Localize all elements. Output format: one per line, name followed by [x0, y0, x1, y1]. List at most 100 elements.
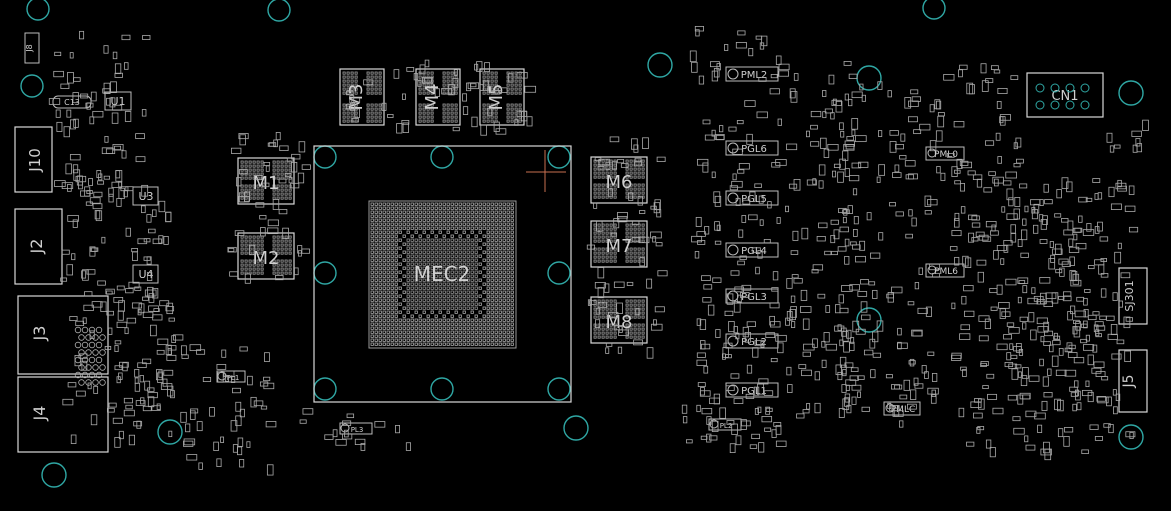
inductor-pgl5[interactable]: PGL5: [725, 190, 779, 206]
passive-component: [1086, 223, 1092, 232]
bga-ball: [430, 254, 434, 258]
bga-ball: [458, 254, 462, 258]
memory-pad: [256, 196, 260, 200]
bga-ball: [390, 322, 394, 326]
bga-ball: [438, 262, 442, 266]
connector-cn1[interactable]: CN1: [1026, 72, 1104, 118]
passive-component: [711, 129, 716, 137]
ic-c13[interactable]: C13: [52, 95, 92, 109]
passive-component: [710, 61, 720, 68]
connector-j5[interactable]: J5: [1118, 349, 1148, 413]
bga-ball: [490, 206, 494, 210]
bga-ball: [386, 222, 390, 226]
connector-j8[interactable]: J8: [24, 32, 40, 64]
connector-j4[interactable]: J4: [17, 376, 109, 453]
connector-j2[interactable]: J2: [14, 208, 63, 285]
passive-component: [876, 320, 884, 332]
inductor-pml2[interactable]: PML2: [725, 66, 779, 82]
passive-component: [719, 125, 724, 133]
memory-pad: [641, 239, 645, 243]
passive-component: [775, 55, 782, 65]
bga-ball: [438, 306, 442, 310]
inductor-pml0[interactable]: PML0: [925, 146, 965, 161]
bga-ball: [414, 330, 418, 334]
bga-ball: [438, 230, 442, 234]
memory-pad: [260, 239, 264, 243]
memory-pad: [633, 175, 637, 179]
passive-component: [707, 304, 715, 316]
bga-ball: [418, 222, 422, 226]
passive-component: [917, 307, 928, 314]
passive-component: [918, 267, 923, 275]
bga-ball: [498, 326, 502, 330]
inductor-pgl2[interactable]: PGL2: [725, 333, 779, 349]
passive-component: [701, 408, 713, 415]
memory-pad: [426, 87, 430, 91]
bga-ball: [422, 254, 426, 258]
connector-j10[interactable]: J10: [14, 126, 53, 193]
ic-u4[interactable]: U4: [132, 264, 159, 284]
memory-pad: [506, 111, 510, 115]
passive-component: [904, 160, 916, 167]
passive-component: [216, 458, 222, 468]
bga-ball: [394, 270, 398, 274]
passive-component: [860, 301, 868, 313]
gpu-package[interactable]: MEC2: [313, 145, 572, 403]
passive-component: [1043, 441, 1050, 454]
memory-pad: [366, 75, 370, 79]
passive-component: [1113, 406, 1118, 415]
passive-component: [147, 286, 154, 298]
memory-pad: [601, 255, 605, 259]
inductor-pl3[interactable]: PL3: [339, 422, 373, 435]
memory-pad: [446, 103, 450, 107]
bga-ball: [398, 254, 402, 258]
memory-pad: [601, 299, 605, 303]
memory-chip-m6[interactable]: M6: [590, 156, 648, 204]
bga-ball: [510, 326, 514, 330]
memory-pad: [641, 327, 645, 331]
bga-ball: [406, 202, 410, 206]
passive-component: [595, 307, 600, 315]
memory-pad: [374, 111, 378, 115]
connector-pin: [95, 326, 103, 334]
memory-pad: [450, 75, 454, 79]
bga-ball: [410, 274, 414, 278]
passive-component: [737, 169, 745, 174]
passive-component: [878, 232, 884, 241]
bga-ball: [386, 206, 390, 210]
passive-component: [877, 81, 883, 90]
inductor-pgl3[interactable]: PGL3: [725, 288, 779, 304]
memory-chip-m3[interactable]: M3: [339, 68, 385, 126]
memory-pad: [641, 159, 645, 163]
memory-chip-m4[interactable]: M4: [415, 68, 461, 126]
passive-component: [929, 263, 940, 271]
bga-ball: [510, 294, 514, 298]
memory-pad: [272, 239, 276, 243]
inductor-pgl1[interactable]: PGL1: [725, 382, 779, 398]
passive-component: [301, 164, 311, 170]
passive-component: [967, 170, 976, 176]
inductor-pml6[interactable]: PML6: [925, 263, 965, 278]
bga-ball: [398, 214, 402, 218]
connector-sj301[interactable]: SJ301: [1118, 267, 1148, 325]
memory-chip-m1[interactable]: M1: [237, 157, 295, 205]
passive-component: [637, 196, 644, 206]
passive-component: [291, 161, 298, 173]
bga-ball: [410, 322, 414, 326]
ic-u1[interactable]: U1: [104, 91, 132, 111]
bga-ball: [506, 342, 510, 346]
bga-ball: [406, 310, 410, 314]
passive-component: [185, 423, 191, 433]
passive-component: [387, 114, 394, 118]
inductor-pl2[interactable]: PL2: [708, 418, 742, 431]
bga-ball: [474, 214, 478, 218]
passive-component: [80, 93, 89, 99]
bga-ball: [398, 206, 402, 210]
inductor-pgl4[interactable]: PGL4: [725, 242, 779, 258]
bga-ball: [502, 246, 506, 250]
memory-chip-m2[interactable]: M2: [237, 232, 295, 280]
passive-component: [118, 372, 123, 380]
bga-ball: [386, 298, 390, 302]
bga-ball: [402, 210, 406, 214]
connector-j3[interactable]: J3: [17, 295, 109, 375]
